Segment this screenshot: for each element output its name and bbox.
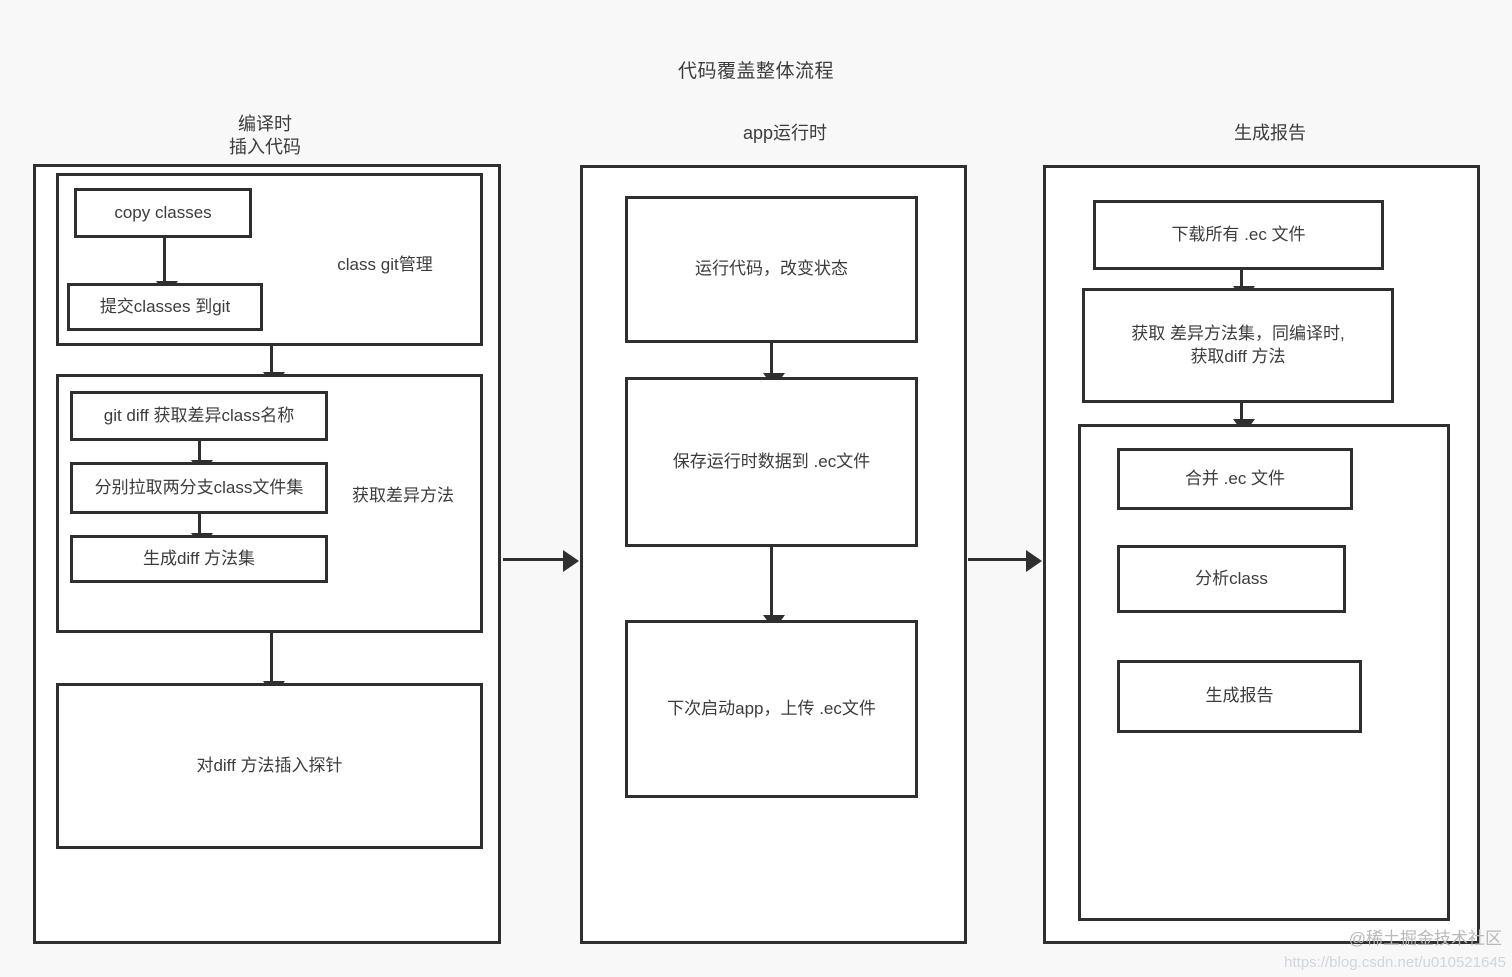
- arrow-get-diff-to-merge-group: [1233, 403, 1255, 434]
- arrow-group1-to-group2: [263, 346, 285, 387]
- watermark-url: https://blog.csdn.net/u010521645: [1284, 954, 1506, 971]
- node-git-diff-class-names[interactable]: git diff 获取差异class名称: [70, 391, 328, 441]
- arrow-compile-to-runtime: [503, 550, 579, 572]
- node-save-runtime-data-to-ec[interactable]: 保存运行时数据到 .ec文件: [625, 377, 918, 547]
- node-generate-diff-method-set[interactable]: 生成diff 方法集: [70, 535, 328, 583]
- arrow-copy-classes-to-commit: [156, 238, 178, 296]
- arrow-diff-names-to-pull-branches: [191, 441, 213, 475]
- node-next-launch-upload-ec[interactable]: 下次启动app，上传 .ec文件: [625, 620, 918, 798]
- arrow-pull-branches-to-diff-methods: [191, 514, 213, 548]
- node-merge-ec-files[interactable]: 合并 .ec 文件: [1117, 448, 1353, 510]
- node-commit-classes-to-git[interactable]: 提交classes 到git: [67, 283, 263, 331]
- group-label-get-diff-methods: 获取差异方法: [352, 486, 454, 505]
- node-generate-report[interactable]: 生成报告: [1117, 660, 1362, 733]
- page-title: 代码覆盖整体流程: [677, 61, 834, 82]
- column-header-compile-time: 编译时 插入代码: [229, 114, 301, 158]
- group-label-class-git-management: class git管理: [337, 255, 433, 274]
- node-run-code-change-state[interactable]: 运行代码，改变状态: [625, 196, 918, 343]
- node-copy-classes[interactable]: copy classes: [74, 188, 252, 238]
- watermark-brand: @稀土掘金技术社区: [1348, 929, 1502, 948]
- column-header-generate-report: 生成报告: [1234, 123, 1306, 143]
- arrow-download-to-get-diff: [1233, 270, 1255, 301]
- arrow-save-data-to-upload: [763, 547, 785, 630]
- node-download-all-ec-files[interactable]: 下载所有 .ec 文件: [1093, 200, 1384, 270]
- arrow-runtime-to-report: [968, 550, 1042, 572]
- node-get-diff-method-set-same-as-compile[interactable]: 获取 差异方法集，同编译时, 获取diff 方法: [1082, 288, 1394, 403]
- node-insert-probe-into-diff-methods[interactable]: 对diff 方法插入探针: [56, 683, 483, 849]
- column-header-app-runtime: app运行时: [742, 123, 828, 143]
- arrow-run-code-to-save-data: [763, 343, 785, 388]
- arrow-group2-to-probe: [263, 633, 285, 696]
- node-analyze-class[interactable]: 分析class: [1117, 545, 1346, 613]
- node-pull-two-branch-classes[interactable]: 分别拉取两分支class文件集: [70, 462, 328, 514]
